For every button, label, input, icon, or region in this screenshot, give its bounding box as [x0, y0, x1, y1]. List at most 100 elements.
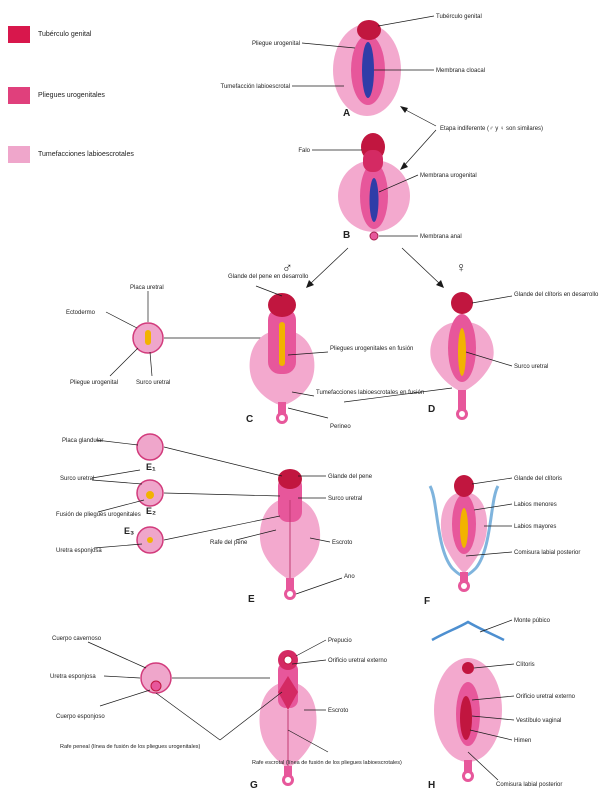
fig-h-label-clitoris: Clítoris: [516, 662, 535, 668]
fig-h-anus-hole: [465, 773, 471, 779]
fig-b-anal-membrane: [370, 232, 378, 240]
fig-g-external-urethral-orifice: [284, 656, 292, 664]
fig-h-clitoris: [462, 662, 474, 674]
figure-e: Glande del pene Surco uretral Escroto Ra…: [164, 447, 373, 605]
fig-h-label-external-urethral-orifice: Orificio uretral externo: [516, 694, 576, 700]
fig-e-label-scrotum: Escroto: [332, 540, 353, 546]
indifferent-stage-annotation: Etapa indiferente (♂ y ♀ son similares): [400, 106, 543, 170]
c-section-label-ectoderm: Ectodermo: [66, 310, 96, 316]
figure-d: Glande del clítoris en desarrollo Surco …: [344, 292, 599, 420]
fig-a-cloacal-groove: [362, 42, 374, 98]
fig-e-label-anus: Ano: [344, 574, 355, 580]
figure-c: Glande del pene en desarrollo Pliegues u…: [228, 274, 424, 430]
fig-f-label-posterior-commissure: Comisura labial posterior: [514, 550, 580, 556]
figure-a: Tubérculo genital Pliegue urogenital Mem…: [221, 14, 486, 119]
figure-h: Monte púbico Clítoris Orificio uretral e…: [428, 618, 576, 791]
fig-f-label-labia-minora: Labios menores: [514, 502, 557, 508]
fig-c-label-urogenital-folds-fusing: Pliegues urogenitales en fusión: [330, 346, 413, 352]
fig-a-label-cloacal-membrane: Membrana cloacal: [436, 68, 485, 74]
fig-d-label-urethral-groove: Surco uretral: [514, 364, 548, 370]
e1-section: [137, 434, 163, 460]
fig-f-vestibule: [460, 508, 468, 548]
fig-h-label-vaginal-vestibule: Vestíbulo vaginal: [516, 718, 561, 724]
fig-c-label-labioscrotal-fusing: Tumefacciones labioescrotales en fusión: [316, 390, 424, 396]
c-section-label-urethral-plate: Placa uretral: [130, 285, 164, 291]
fig-b-label-anal-membrane: Membrana anal: [420, 234, 462, 240]
fig-c-glans: [268, 293, 296, 317]
fig-e-label-urethral-groove: Surco uretral: [328, 496, 362, 502]
fig-h-mons-pubis: [432, 622, 504, 640]
fig-b-label-phallus: Falo: [298, 148, 310, 154]
fig-a-label-genital-tubercle: Tubérculo genital: [436, 14, 482, 20]
fig-d-letter: D: [428, 404, 435, 415]
fig-f-glans-clitoris: [454, 475, 474, 497]
fig-e-label-penile-raphe: Rafe del pene: [210, 540, 248, 546]
arrow-to-a: [400, 106, 408, 113]
fig-g-label-prepuce: Prepucio: [328, 638, 352, 644]
c-section-urethral-plate: [145, 330, 151, 345]
fig-g-label-scrotum: Escroto: [328, 708, 349, 714]
fig-g-label-scrotal-raphe: Rafe escrotal (línea de fusión de los pl…: [252, 760, 402, 766]
fig-d-anus-hole: [459, 411, 465, 417]
fig-h-vestibule: [460, 696, 472, 740]
fig-f-letter: F: [424, 596, 430, 607]
e3-section-core: [147, 537, 153, 543]
fig-h-letter: H: [428, 780, 435, 791]
e-section-label-fusion: Fusión de pliegues urogenitales: [56, 512, 141, 518]
figure-c-cross-section: Placa uretral Ectodermo Pliegue urogenit…: [66, 285, 262, 386]
fig-c-anus-hole: [279, 415, 285, 421]
fig-b-letter: B: [343, 230, 350, 241]
fig-a-letter: A: [343, 108, 350, 119]
e3-mark: E₃: [124, 526, 134, 536]
figure-b: Falo Membrana urogenital Membrana anal B: [298, 133, 476, 241]
fig-b-label-urogenital-membrane: Membrana urogenital: [420, 173, 477, 179]
figure-g-cross-section: Cuerpo cavernoso Uretra esponjosa Cuerpo…: [50, 636, 270, 720]
fig-h-label-hymen: Himen: [514, 738, 531, 744]
fig-d-urethral-groove: [458, 328, 466, 376]
indifferent-stage-label: Etapa indiferente (♂ y ♀ son similares): [440, 126, 543, 132]
figure-f: Glande del clítoris Labios menores Labio…: [424, 475, 580, 607]
fig-c-label-perineum: Perineo: [330, 424, 351, 430]
c-section-label-urethral-groove: Surco uretral: [136, 380, 170, 386]
figure-g: Prepucio Orificio uretral externo Escrot…: [60, 638, 402, 791]
g-section-label-corpus-spongiosum: Cuerpo esponjoso: [56, 714, 105, 720]
fig-a-genital-tubercle: [357, 20, 381, 40]
e-section-label-urethral-groove: Surco uretral: [60, 476, 94, 482]
fig-b-urogenital-groove: [370, 178, 379, 222]
fig-c-letter: C: [246, 414, 253, 425]
e1-mark: E₁: [146, 462, 156, 472]
fig-e-anus-hole: [287, 591, 293, 597]
e-section-label-spongy-urethra: Uretra esponjosa: [56, 548, 102, 554]
fig-f-label-glans-clitoris: Glande del clítoris: [514, 476, 562, 482]
fig-a-label-labioscrotal-swelling: Tumefacción labioescrotal: [221, 84, 290, 90]
e2-section-core: [146, 491, 154, 499]
fig-e-glans: [278, 469, 302, 489]
fig-c-label-glans-developing: Glande del pene en desarrollo: [228, 274, 309, 280]
g-section-label-corpus-cavernosum: Cuerpo cavernoso: [52, 636, 102, 642]
figure-e-cross-sections: E₁ E₂ E₃ Placa glandular Surco uretral F…: [56, 434, 163, 554]
g-section-label-spongy-urethra: Uretra esponjosa: [50, 674, 96, 680]
fig-f-anus-hole: [461, 583, 467, 589]
fig-c-urethral-groove: [279, 322, 285, 366]
fig-d-label-glans-clitoris-developing: Glande del clítoris en desarrollo: [514, 292, 599, 298]
fig-g-label-external-urethral-orifice: Orificio uretral externo: [328, 658, 388, 664]
c-section-label-urogenital-fold: Pliegue urogenital: [70, 380, 118, 386]
e-section-label-glandular-plate: Placa glandular: [62, 438, 103, 444]
fig-h-label-posterior-commissure: Comisura labial posterior: [496, 782, 562, 788]
fig-g-anus-hole: [285, 777, 291, 783]
female-symbol: ♀: [456, 259, 467, 275]
fig-e-label-glans: Glande del pene: [328, 474, 373, 480]
fig-a-label-urogenital-fold: Pliegue urogenital: [252, 41, 300, 47]
fig-h-label-mons-pubis: Monte púbico: [514, 618, 551, 624]
e2-mark: E₂: [146, 506, 156, 516]
g-section-urethra: [151, 681, 161, 691]
fig-f-label-labia-majora: Labios mayores: [514, 524, 556, 530]
fig-d-glans-clitoris: [451, 292, 473, 314]
fig-e-letter: E: [248, 594, 255, 605]
sex-divergence: ♂ ♀: [282, 248, 467, 288]
fig-b-phallus-shaft: [363, 150, 383, 172]
arrow-to-b: [400, 162, 408, 170]
fig-g-letter: G: [250, 780, 258, 791]
